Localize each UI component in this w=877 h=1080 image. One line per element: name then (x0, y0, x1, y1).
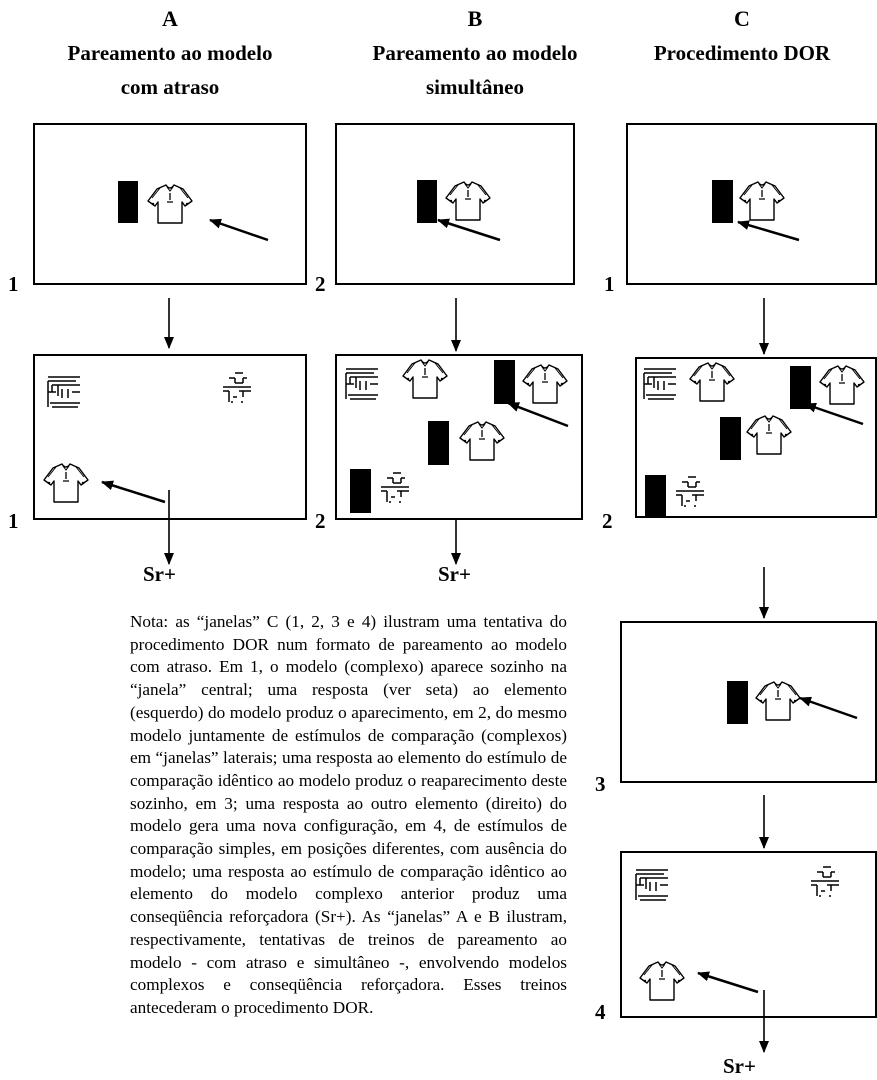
window-c3 (620, 621, 877, 783)
shirt-icon (755, 681, 801, 721)
line-pattern-icon (643, 368, 677, 400)
line-pattern-icon (47, 376, 81, 408)
window-label-a1: 1 (8, 272, 19, 296)
black-bar-icon (712, 180, 733, 223)
consequence-label-a: Sr+ (143, 562, 176, 586)
black-bar-icon (428, 421, 449, 465)
consequence-label-c: Sr+ (723, 1054, 756, 1078)
column-a-title-line1: Pareamento ao modelo (67, 41, 273, 65)
window-label-b2: 2 (315, 509, 326, 533)
arrow-icon (697, 971, 759, 994)
arrow-icon (101, 480, 166, 504)
black-bar-icon (118, 181, 138, 223)
column-c-title-line1: Procedimento DOR (653, 41, 831, 65)
black-bar-icon (720, 417, 741, 460)
window-label-c1: 1 (604, 272, 615, 296)
arrow-icon (804, 402, 864, 426)
line-pattern-icon (345, 368, 379, 400)
shirt-icon (739, 181, 785, 221)
figure-note: Nota: as “janelas” C (1, 2, 3 e 4) ilust… (130, 612, 567, 1017)
column-b-title-line1: Pareamento ao modelo (372, 41, 578, 65)
cross-pattern-icon (222, 372, 252, 403)
column-a-letter: A (162, 6, 178, 31)
shirt-icon (639, 961, 685, 1001)
black-bar-icon (494, 360, 515, 404)
black-bar-icon (727, 681, 748, 724)
arrow-icon (799, 696, 858, 720)
window-label-c2: 2 (602, 509, 613, 533)
shirt-icon (522, 364, 568, 404)
arrow-icon (437, 218, 501, 242)
column-c-header: C Procedimento DOR (617, 2, 867, 70)
window-label-c4: 4 (595, 1000, 606, 1024)
column-a-header: A Pareamento ao modelo com atraso (20, 2, 320, 104)
black-bar-icon (350, 469, 371, 513)
column-b-header: B Pareamento ao modelo simultâneo (325, 2, 625, 104)
shirt-icon (43, 463, 89, 503)
column-c-letter: C (734, 6, 750, 31)
window-label-a2: 1 (8, 509, 19, 533)
shirt-icon (819, 365, 865, 405)
shirt-icon (689, 362, 735, 402)
line-pattern-icon (635, 869, 669, 901)
black-bar-icon (417, 180, 437, 223)
consequence-label-b: Sr+ (438, 562, 471, 586)
black-bar-icon (790, 366, 811, 409)
shirt-icon (402, 359, 448, 399)
cross-pattern-icon (675, 476, 705, 507)
shirt-icon (147, 184, 193, 224)
shirt-icon (746, 415, 792, 455)
window-b1 (335, 123, 575, 285)
black-bar-icon (645, 475, 666, 518)
cross-pattern-icon (380, 472, 410, 503)
shirt-icon (445, 181, 491, 221)
arrow-icon (209, 218, 269, 242)
shirt-icon (459, 421, 505, 461)
window-label-c3: 3 (595, 772, 606, 796)
column-a-title-line2: com atraso (120, 75, 220, 99)
column-b-letter: B (467, 6, 483, 31)
arrow-icon (507, 401, 569, 428)
window-label-b1: 2 (315, 272, 326, 296)
arrow-icon (737, 220, 800, 242)
column-b-title-line2: simultâneo (425, 75, 524, 99)
cross-pattern-icon (810, 866, 840, 897)
